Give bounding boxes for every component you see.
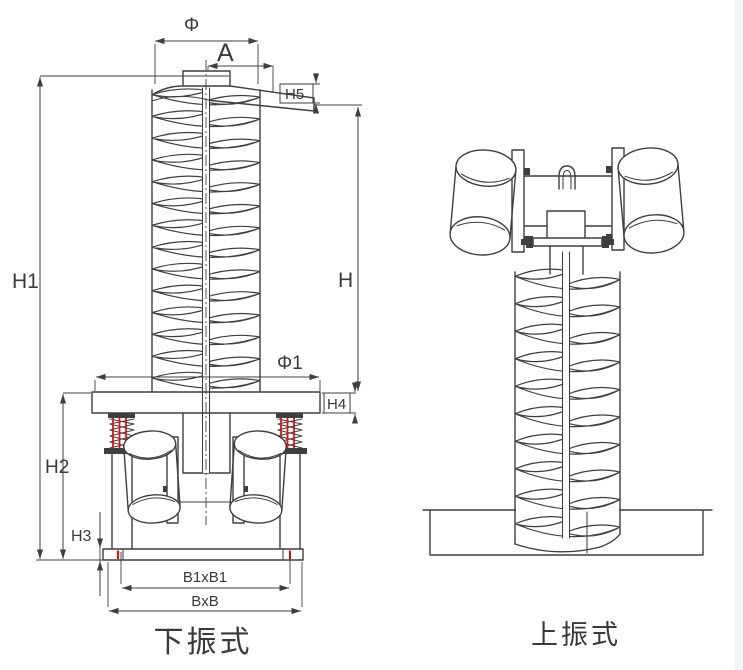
left-view-drawing: Φ A H5 H1 H Φ1 H4 H2 H3 B1xB1 BxB 下振式 bbox=[12, 15, 362, 659]
page-edge-strip bbox=[734, 0, 743, 670]
caption-right-view: 上振式 bbox=[531, 620, 621, 650]
spiral-bottom-tip bbox=[514, 533, 621, 553]
dim-label-phi1: Φ1 bbox=[277, 353, 303, 374]
dim-label-bxb: BxB bbox=[191, 593, 219, 610]
dim-label-h4: H4 bbox=[327, 396, 346, 413]
caption-left-view: 下振式 bbox=[154, 626, 253, 659]
upper-left-motor bbox=[449, 149, 517, 256]
dim-label-h: H bbox=[338, 269, 353, 292]
dim-label-a: A bbox=[217, 39, 234, 67]
dim-label-phi: Φ bbox=[184, 15, 199, 36]
right-view-drawing: 上振式 bbox=[422, 147, 713, 650]
dim-label-b1xb1: B1xB1 bbox=[183, 569, 227, 586]
right-motor bbox=[229, 430, 287, 524]
spiral-casing-edges bbox=[151, 89, 261, 393]
h4-label-box bbox=[323, 392, 351, 414]
bottom-base bbox=[102, 548, 304, 561]
right-spiral-edges bbox=[514, 271, 621, 545]
h5-label-box bbox=[279, 83, 314, 104]
dim-label-h5: H5 bbox=[285, 86, 304, 103]
right-center-shaft bbox=[561, 251, 571, 539]
dim-label-h1: H1 bbox=[12, 270, 39, 293]
upper-right-motor bbox=[617, 147, 685, 254]
lifting-eye bbox=[558, 165, 576, 190]
dim-label-h2: H2 bbox=[45, 457, 69, 478]
center-shaft bbox=[201, 87, 211, 474]
dim-label-h3: H3 bbox=[71, 528, 92, 545]
left-motor bbox=[123, 430, 181, 524]
inlet-port bbox=[182, 70, 231, 87]
clamp-rod bbox=[521, 236, 614, 248]
left-view-dimensions: Φ A H5 H1 H Φ1 H4 H2 H3 B1xB1 BxB bbox=[12, 15, 362, 615]
right-shaft-mask bbox=[562, 252, 570, 538]
